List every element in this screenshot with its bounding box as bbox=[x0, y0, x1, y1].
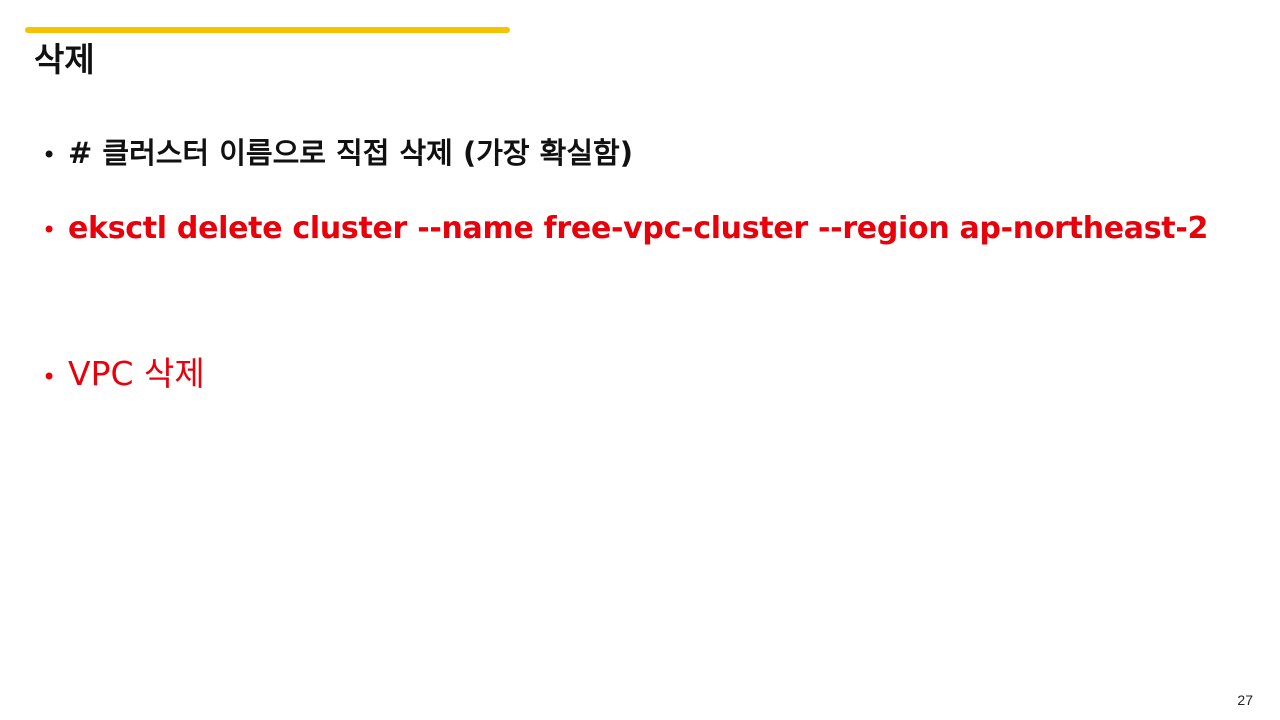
bullet-item-vpc: • VPC 삭제 bbox=[42, 354, 205, 394]
bullet-text: # 클러스터 이름으로 직접 삭제 (가장 확실함) bbox=[68, 136, 633, 170]
title-accent-bar bbox=[25, 27, 510, 33]
bullet-marker: • bbox=[42, 141, 57, 169]
page-number: 27 bbox=[1237, 692, 1253, 708]
bullet-text: VPC 삭제 bbox=[68, 354, 205, 393]
bullet-marker: • bbox=[42, 363, 57, 391]
bullet-item-command: • eksctl delete cluster --name free-vpc-… bbox=[42, 211, 1208, 247]
bullet-item-comment: • # 클러스터 이름으로 직접 삭제 (가장 확실함) bbox=[42, 136, 633, 171]
bullet-marker: • bbox=[42, 216, 56, 244]
bullet-text: eksctl delete cluster --name free-vpc-cl… bbox=[68, 211, 1209, 246]
slide-title: 삭제 bbox=[34, 40, 95, 79]
